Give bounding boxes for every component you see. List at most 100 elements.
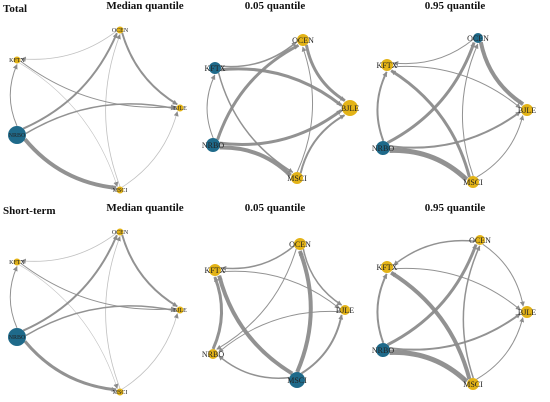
edge-ocen-to-kftx [20, 30, 117, 62]
edge-ocen-to-bjle [121, 234, 178, 308]
edge-ocen-to-kftx [393, 39, 474, 66]
node-label-kftx: KFTX [9, 260, 25, 266]
node-nrbo [208, 349, 218, 359]
edge-ocen-to-bjle [302, 248, 343, 306]
edge-msci-to-kftx [390, 69, 471, 178]
edge-ocen-to-bjle [121, 32, 178, 106]
edge-ocen-to-bjle [304, 44, 346, 102]
edge-ocen-to-bjle [482, 243, 525, 307]
node-label-bjle: BJLE [341, 104, 359, 113]
edge-msci-to-kftx [390, 270, 472, 380]
node-label-nrbo: NRBO [9, 335, 26, 341]
edge-nrbo-to-msci [23, 340, 117, 392]
network-graph: OCEN KFTX BJLE NRBO MSCI [8, 228, 187, 396]
edge-msci-to-nrbo [218, 355, 290, 379]
node-label-ocen: OCEN [289, 240, 311, 249]
node-label-kftx: KFTX [205, 64, 226, 73]
node-label-ocen: OCEN [112, 230, 129, 236]
node-msci [467, 378, 479, 390]
node-label-bjle: BJLE [173, 106, 187, 112]
edge-msci-to-bjle [476, 317, 525, 380]
node-bjle [521, 306, 533, 318]
edge-msci-to-ocen [296, 46, 314, 173]
edge-msci-to-kftx [217, 275, 294, 376]
edge-ocen-to-bjle [478, 41, 525, 106]
node-nrbo [8, 328, 26, 346]
row-label-total: Total [3, 3, 28, 15]
node-kftx [209, 62, 221, 74]
edge-msci-to-bjle [476, 115, 525, 178]
node-bjle [340, 305, 350, 315]
edge-msci-to-bjle [299, 114, 346, 174]
node-label-bjle: BJLE [173, 308, 187, 314]
edge-msci-to-bjle [121, 111, 179, 188]
edge-nrbo-to-msci [219, 145, 292, 177]
node-label-msci: MSCI [113, 188, 128, 194]
node-msci [291, 172, 303, 184]
edge-nrbo-to-ocen [216, 43, 300, 141]
node-label-bjle: BJLE [518, 106, 536, 115]
panel-title: Median quantile [106, 202, 184, 214]
node-ocen [475, 235, 485, 245]
edge-nrbo-to-msci [389, 349, 469, 384]
edge-ocen-to-nrbo [216, 248, 297, 350]
row-label-short-term: Short-term [3, 205, 56, 217]
node-nrbo [376, 343, 390, 357]
edge-nrbo-to-bjle [25, 305, 177, 337]
edge-nrbo-to-msci [389, 147, 469, 182]
node-label-msci: MSCI [113, 390, 128, 396]
node-nrbo [376, 141, 390, 155]
edge-kftx-to-msci [19, 62, 119, 187]
node-label-ocen: OCEN [292, 36, 314, 45]
edge-msci-to-bjle [121, 313, 179, 390]
node-ocen [116, 26, 124, 34]
node-kftx [13, 56, 21, 64]
edge-kftx-to-msci [19, 264, 119, 389]
node-ocen [294, 238, 306, 250]
node-kftx [13, 258, 21, 266]
node-label-nrbo: NRBO [202, 141, 224, 150]
edge-kftx-to-bjle [392, 65, 521, 109]
node-msci [289, 372, 305, 388]
edge-nrbo-to-kftx [376, 71, 388, 142]
node-bjle [176, 104, 184, 112]
edge-nrbo-to-bjle [219, 109, 343, 147]
panel-title: Median quantile [106, 0, 184, 12]
edge-nrbo-to-kftx [211, 276, 224, 350]
node-label-ocen: OCEN [467, 34, 489, 43]
node-label-ocen: OCEN [112, 28, 129, 34]
node-ocen [116, 228, 124, 236]
node-label-nrbo: NRBO [372, 144, 394, 153]
edge-msci-to-bjle [300, 314, 344, 375]
edge-kftx-to-bjle [220, 270, 340, 309]
node-nrbo [8, 126, 26, 144]
edge-nrbo-to-ocen [386, 243, 478, 347]
edge-ocen-to-kftx [221, 245, 295, 271]
edge-nrbo-to-msci [23, 137, 117, 190]
edge-msci-to-ocen [105, 34, 121, 187]
edge-nrbo-to-kftx [376, 273, 388, 344]
node-label-kftx: KFTX [9, 58, 25, 64]
node-bjle [521, 104, 533, 116]
edge-nrbo-to-kftx [206, 74, 216, 139]
node-label-msci: MSCI [463, 380, 483, 389]
edge-nrbo-to-kftx [9, 266, 18, 329]
edge-kftx-to-ocen [220, 41, 297, 68]
edge-msci-to-ocen [105, 236, 121, 389]
node-kftx [381, 261, 393, 273]
edge-kftx-to-bjle [20, 60, 177, 110]
node-ocen [473, 33, 483, 43]
panel-title: 0.95 quantile [424, 202, 486, 214]
panel-title: 0.05 quantile [244, 202, 306, 214]
node-label-nrbo: NRBO [372, 346, 394, 355]
edge-ocen-to-kftx [20, 232, 117, 264]
edge-kftx-to-bjle [220, 67, 343, 107]
edge-msci-to-ocen [295, 250, 313, 373]
node-bjle [176, 306, 184, 314]
